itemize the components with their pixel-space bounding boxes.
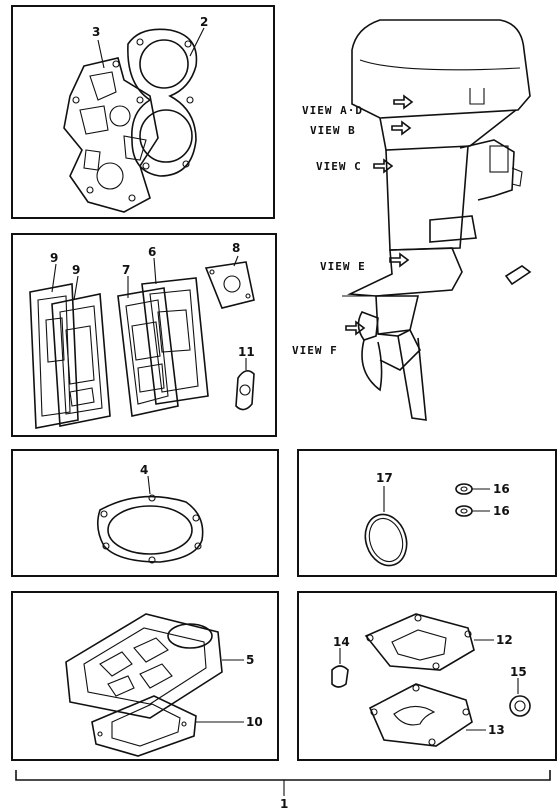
gasket-10 xyxy=(91,695,197,757)
panel-exhaust-gaskets xyxy=(11,233,277,437)
callout-14: 14 xyxy=(333,635,350,649)
callout-17: 17 xyxy=(376,471,393,485)
gasket-5 xyxy=(65,613,223,719)
callout-7: 7 xyxy=(122,263,130,277)
callout-15: 15 xyxy=(510,665,527,679)
gasket-11 xyxy=(235,370,255,411)
callout-16b: 16 xyxy=(493,504,510,518)
callout-11: 11 xyxy=(238,345,255,359)
panel-head-gaskets xyxy=(11,5,275,219)
gasket-9-rear xyxy=(29,283,79,429)
seal-14 xyxy=(331,665,349,688)
gasket-2 xyxy=(127,28,198,177)
panel-pump-gaskets xyxy=(297,591,557,761)
washer-16-lower xyxy=(455,505,473,517)
gasket-8 xyxy=(204,261,255,309)
view-label-ad: VIEW A·D xyxy=(302,104,363,117)
callout-1: 1 xyxy=(280,797,288,811)
callout-2: 2 xyxy=(200,15,208,29)
view-arrows xyxy=(345,94,532,336)
callout-12: 12 xyxy=(496,633,513,647)
gasket-7 xyxy=(117,287,179,417)
view-label-b: VIEW B xyxy=(310,124,356,137)
callout-10: 10 xyxy=(246,715,263,729)
gasket-13 xyxy=(368,683,473,747)
seal-15 xyxy=(509,695,531,717)
callout-5: 5 xyxy=(246,653,254,667)
o-ring-17 xyxy=(364,513,408,567)
panel-gaskets-5-10 xyxy=(11,591,279,761)
gasket-9-front xyxy=(51,293,111,427)
callout-9a: 9 xyxy=(50,251,58,265)
gasket-3 xyxy=(63,57,159,213)
panel-oring-washers xyxy=(297,449,557,577)
view-label-e: VIEW E xyxy=(320,260,366,273)
outboard-motor xyxy=(342,19,531,421)
view-label-f: VIEW F xyxy=(292,344,338,357)
washer-16-upper xyxy=(455,483,473,495)
callout-6: 6 xyxy=(148,245,156,259)
gasket-12 xyxy=(364,613,475,671)
callout-9b: 9 xyxy=(72,263,80,277)
gasket-4 xyxy=(96,494,204,564)
panel-gasket-4 xyxy=(11,449,279,577)
view-label-c: VIEW C xyxy=(316,160,362,173)
callout-3: 3 xyxy=(92,25,100,39)
gasket-6 xyxy=(141,277,209,405)
callout-16a: 16 xyxy=(493,482,510,496)
callout-8: 8 xyxy=(232,241,240,255)
set-bracket xyxy=(15,770,551,781)
callout-4: 4 xyxy=(140,463,148,477)
callout-13: 13 xyxy=(488,723,505,737)
